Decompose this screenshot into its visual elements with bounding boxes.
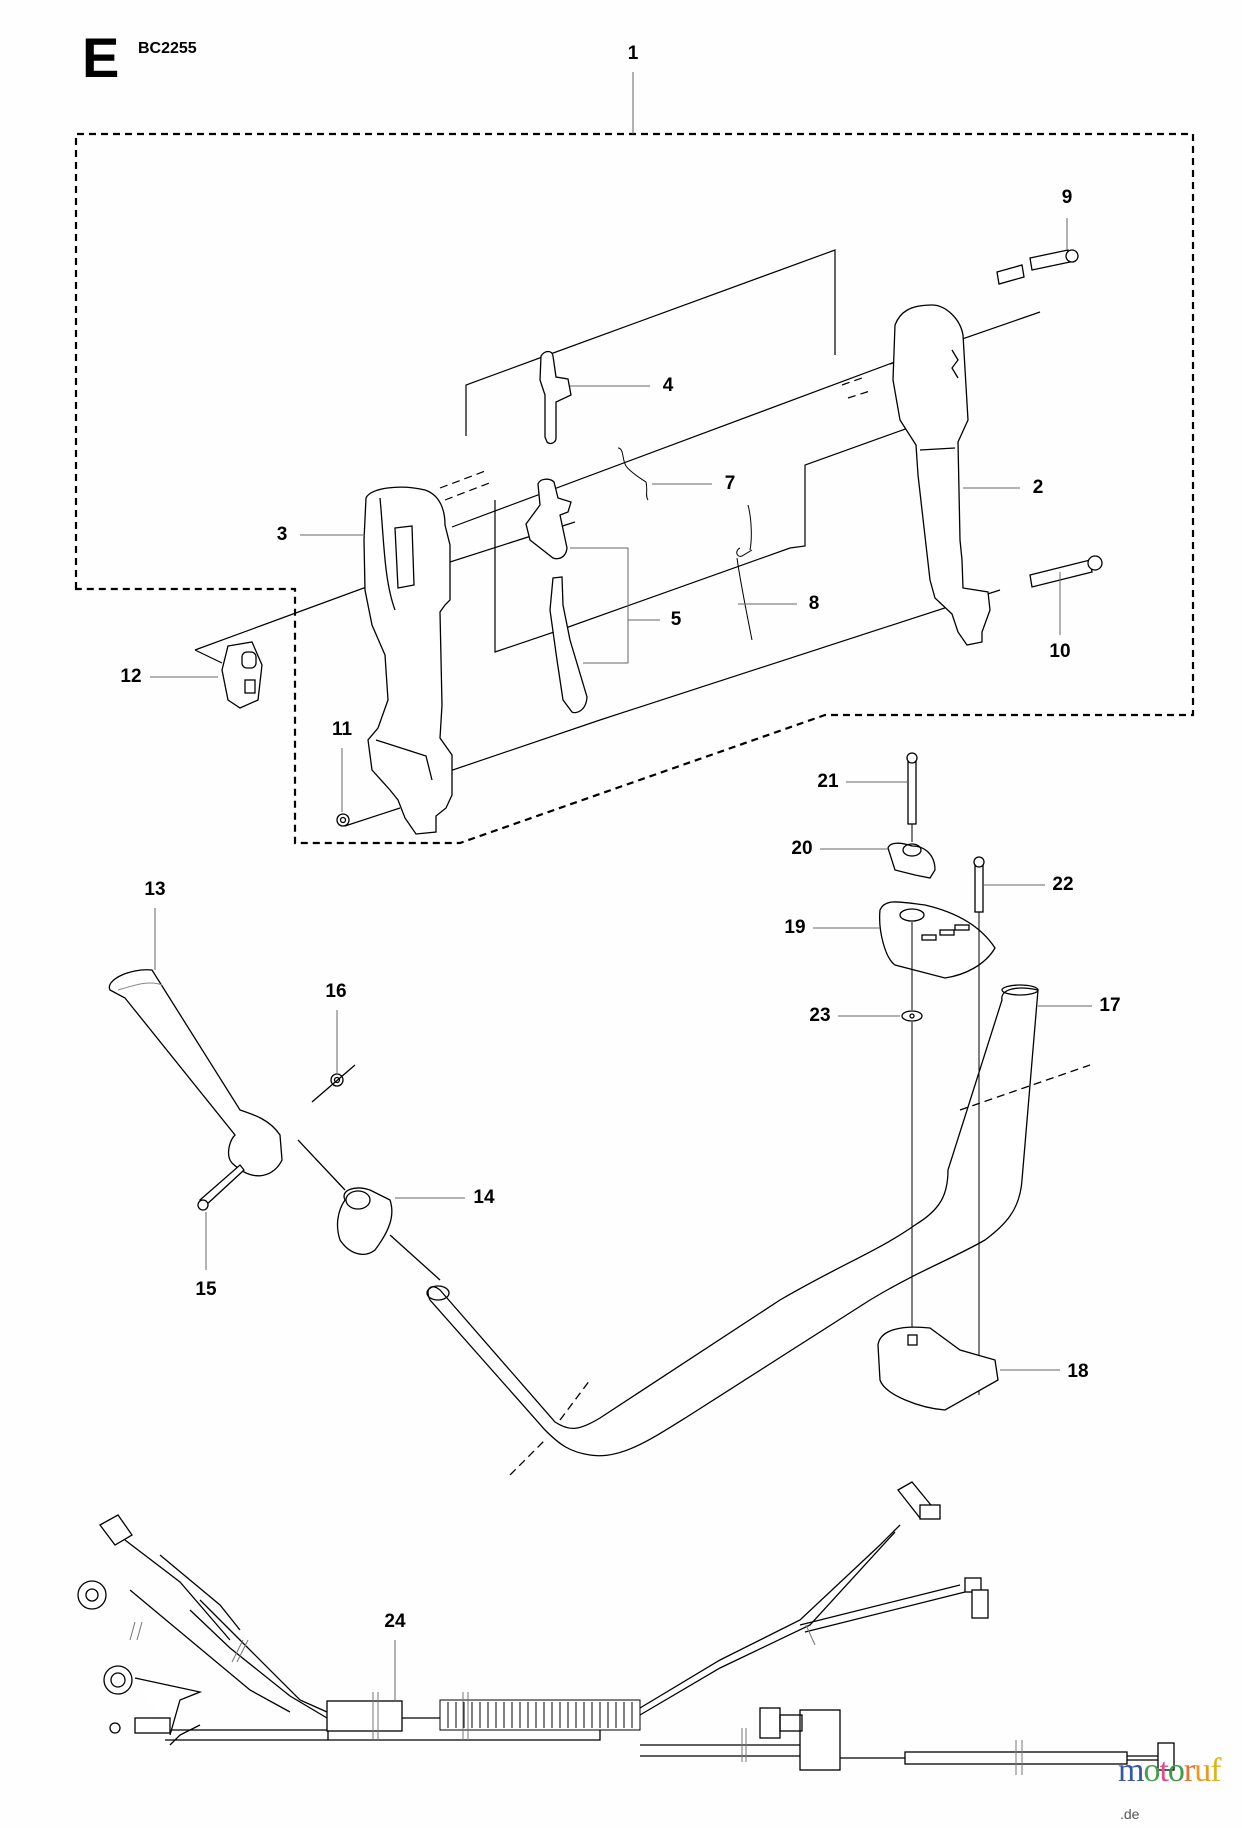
callout-15[interactable]: 15 xyxy=(195,1279,217,1300)
logo-letter: m xyxy=(1118,1752,1144,1789)
callout-7[interactable]: 7 xyxy=(724,473,736,494)
logo-letter: o xyxy=(1167,1752,1185,1789)
section-letter: E xyxy=(82,26,120,89)
callout-17[interactable]: 17 xyxy=(1099,995,1121,1016)
part-5-trigger xyxy=(525,478,629,714)
logo-letter: f xyxy=(1210,1752,1221,1789)
part-8-spring xyxy=(736,504,753,641)
callout-19[interactable]: 19 xyxy=(784,917,806,938)
part-20-wing-nut xyxy=(820,842,936,879)
part-4-lever xyxy=(539,350,572,445)
motoruf-logo: motoruf .de xyxy=(1118,1752,1242,1828)
callout-24[interactable]: 24 xyxy=(384,1611,406,1632)
callout-10[interactable]: 10 xyxy=(1049,641,1071,662)
callout-18[interactable]: 18 xyxy=(1067,1361,1089,1382)
logo-letter: t xyxy=(1159,1752,1169,1789)
part-18-clamp-base xyxy=(877,1326,1060,1411)
part-12-switch xyxy=(150,641,263,709)
callout-5[interactable]: 5 xyxy=(670,609,682,630)
callout-3[interactable]: 3 xyxy=(276,524,288,545)
callout-14[interactable]: 14 xyxy=(473,1187,495,1208)
logo-letter: o xyxy=(1143,1752,1160,1789)
part-3-handle-half xyxy=(363,486,453,835)
callout-23[interactable]: 23 xyxy=(809,1005,831,1026)
part-17-handlebar xyxy=(426,984,1092,1476)
leader-lines xyxy=(300,385,1020,621)
callout-20[interactable]: 20 xyxy=(791,838,813,859)
assembly-boundary xyxy=(74,132,1195,845)
part-22-screw xyxy=(973,856,1045,913)
part-23-washer xyxy=(838,1010,923,1022)
callout-9[interactable]: 9 xyxy=(1061,187,1073,208)
part-9-screw xyxy=(996,218,1079,285)
callout-8[interactable]: 8 xyxy=(808,593,820,614)
part-11-nut xyxy=(336,748,350,827)
callout-2[interactable]: 2 xyxy=(1032,477,1044,498)
part-10-screw xyxy=(1029,555,1103,635)
model-number: BC2255 xyxy=(138,40,197,57)
part-15-screw xyxy=(197,1164,245,1270)
part-16-nut xyxy=(311,1010,356,1103)
part-24-wire-harness xyxy=(77,1481,1175,1775)
part-13-grip xyxy=(108,908,283,1177)
part-21-bolt xyxy=(846,752,918,825)
callout-4[interactable]: 4 xyxy=(662,375,674,396)
part-14-knob xyxy=(297,1139,465,1281)
part-19-clamp-top xyxy=(813,901,996,979)
logo-letter: r xyxy=(1183,1752,1195,1789)
part-7-spring xyxy=(617,447,649,501)
assembly-lines xyxy=(194,249,1041,827)
clamp-axis-lines xyxy=(911,824,980,1395)
callout-21[interactable]: 21 xyxy=(817,771,839,792)
part-2-handle-half xyxy=(892,304,991,646)
logo-tld: .de xyxy=(1120,1806,1140,1822)
callout-1[interactable]: 1 xyxy=(627,43,639,64)
callout-12[interactable]: 12 xyxy=(120,666,142,687)
callout-16[interactable]: 16 xyxy=(325,981,347,1002)
logo-letter: u xyxy=(1194,1752,1211,1789)
callout-22[interactable]: 22 xyxy=(1052,874,1074,895)
callout-11[interactable]: 11 xyxy=(331,719,353,740)
callout-13[interactable]: 13 xyxy=(144,879,166,900)
